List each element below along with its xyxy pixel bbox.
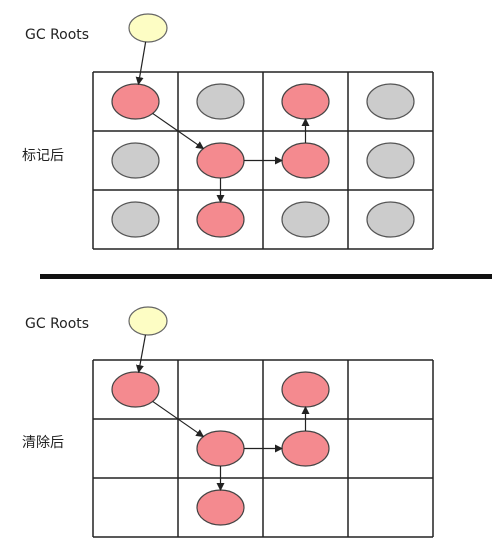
reference-arrow bbox=[135, 41, 147, 86]
unreachable-object bbox=[366, 142, 415, 179]
unreachable-object bbox=[196, 83, 245, 120]
unreachable-object bbox=[366, 201, 415, 238]
reachable-object bbox=[196, 201, 245, 238]
reachable-object bbox=[281, 83, 330, 120]
unreachable-object bbox=[366, 83, 415, 120]
reachable-object bbox=[111, 83, 160, 120]
reference-arrow bbox=[152, 112, 205, 150]
gc-roots-label-top: GC Roots bbox=[25, 27, 90, 43]
heap-diagram-after-sweep bbox=[92, 306, 434, 538]
reachable-object bbox=[196, 489, 245, 526]
reference-arrow bbox=[135, 334, 147, 374]
heap-diagram-after-mark bbox=[92, 13, 434, 250]
reachable-object bbox=[196, 142, 245, 179]
reachable-object bbox=[281, 371, 330, 408]
reachable-object bbox=[196, 430, 245, 467]
unreachable-object bbox=[281, 201, 330, 238]
reachable-object bbox=[281, 142, 330, 179]
gc-roots-label-bottom: GC Roots bbox=[25, 316, 90, 332]
reachable-object bbox=[111, 371, 160, 408]
reachable-object bbox=[281, 430, 330, 467]
section-divider bbox=[40, 274, 492, 279]
gc-root-node bbox=[128, 13, 168, 43]
stage-label-after-mark: 标记后 bbox=[22, 148, 64, 164]
unreachable-object bbox=[111, 142, 160, 179]
reference-arrow bbox=[152, 400, 205, 438]
stage-label-after-sweep: 清除后 bbox=[22, 435, 64, 451]
unreachable-object bbox=[111, 201, 160, 238]
gc-root-node bbox=[128, 306, 168, 336]
